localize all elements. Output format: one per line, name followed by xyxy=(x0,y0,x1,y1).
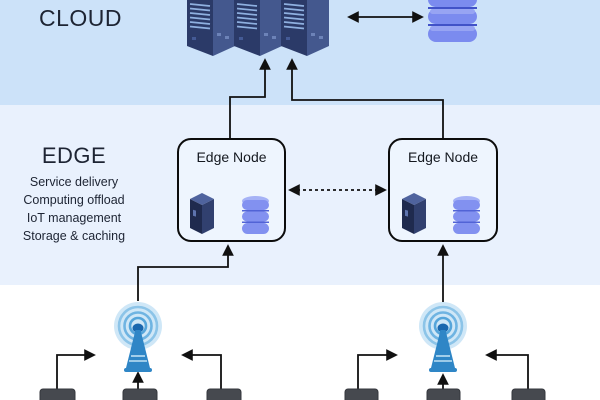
edge-node-label: Edge Node xyxy=(407,149,479,165)
edge-feature-item: Storage & caching xyxy=(22,229,126,243)
edge-server-icon xyxy=(402,193,426,234)
edge-database-icon xyxy=(242,196,269,234)
connector-device6-to-antenna2 xyxy=(485,349,529,390)
edge-feature-item: Computing offload xyxy=(23,193,125,207)
server-tower-icon xyxy=(281,0,329,56)
iot-device-icon xyxy=(511,388,546,400)
iot-device-icon xyxy=(426,388,461,400)
connector-device4-to-antenna2 xyxy=(357,349,398,390)
edge-feature-item: IoT management xyxy=(26,211,122,225)
edge-feature-item: Service delivery xyxy=(29,175,119,189)
edge-node-label: Edge Node xyxy=(196,149,267,165)
antenna-icon-1 xyxy=(112,300,164,374)
edge-server-icon xyxy=(190,193,214,234)
connector-edgenode1-to-cloud xyxy=(229,58,271,138)
server-tower-icon xyxy=(234,0,282,56)
cloud-database-icon xyxy=(428,0,477,42)
iot-device-icon xyxy=(206,388,242,400)
edge-layer-label: EDGE xyxy=(41,143,107,168)
edge-feature-list: Service delivery Computing offload IoT m… xyxy=(9,173,139,245)
iot-device-icon xyxy=(122,388,158,400)
device-layer-band xyxy=(0,285,600,400)
iot-device-icon xyxy=(344,388,379,400)
server-tower-icon xyxy=(187,0,235,56)
connector-device3-to-antenna1 xyxy=(181,349,222,390)
connector-device1-to-antenna1 xyxy=(56,349,96,390)
iot-device-icon xyxy=(39,388,76,400)
cloud-layer-label: CLOUD xyxy=(39,5,123,31)
connector-edgenode2-to-cloud xyxy=(286,58,444,138)
connector-antenna1-to-edgenode1 xyxy=(137,244,234,301)
edge-database-icon xyxy=(453,196,480,234)
antenna-icon-2 xyxy=(417,300,469,374)
cloud-servers-icon xyxy=(187,0,329,56)
